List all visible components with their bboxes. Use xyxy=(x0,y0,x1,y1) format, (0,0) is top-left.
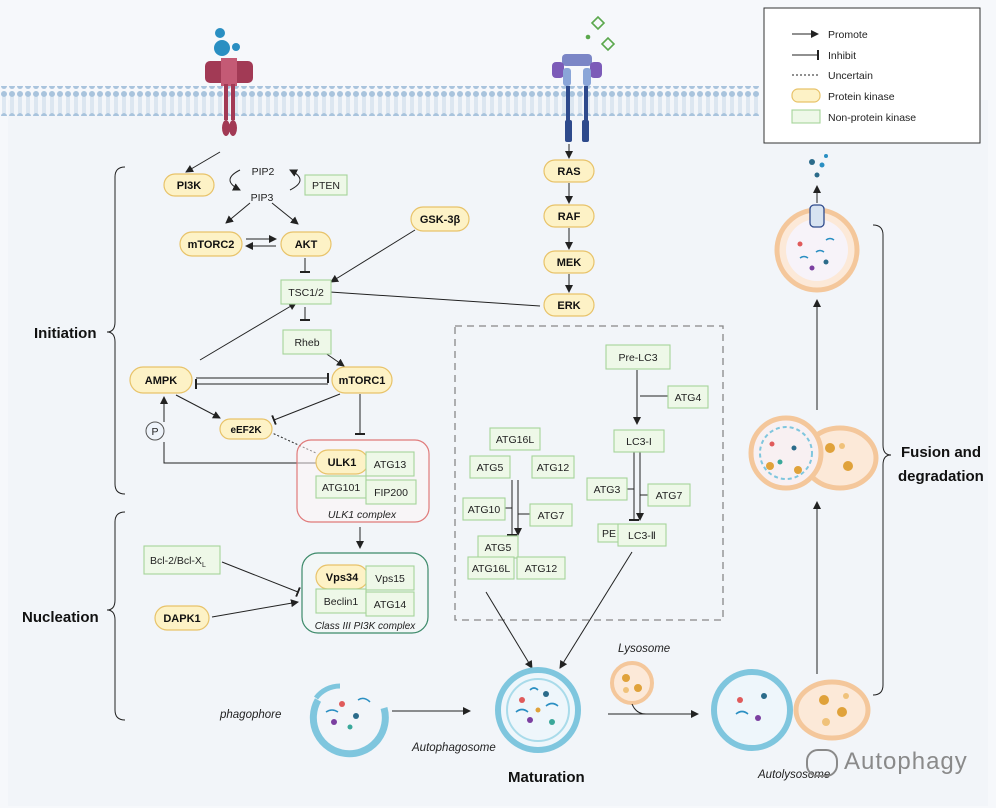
node-atg16l-b: ATG16L xyxy=(472,563,510,575)
node-lc3ii: LC3-Ⅱ xyxy=(628,530,656,542)
node-erk: ERK xyxy=(557,300,580,312)
node-pi3k: PI3K xyxy=(177,180,202,192)
node-atg14: ATG14 xyxy=(374,599,407,611)
phagophore xyxy=(309,683,389,758)
legend-non-protein-kinase: Non-protein kinase xyxy=(828,112,916,124)
node-atg3: ATG3 xyxy=(594,484,621,496)
legend-promote: Promote xyxy=(828,29,868,41)
node-atg16l-a: ATG16L xyxy=(496,434,534,446)
node-ras: RAS xyxy=(557,166,580,178)
node-pip2: PIP2 xyxy=(252,166,275,178)
autophagosome xyxy=(495,667,581,753)
node-fip200: FIP200 xyxy=(374,487,408,499)
atg-conjugation-box xyxy=(454,325,724,621)
stage-fusion-line2: degradation xyxy=(898,468,984,485)
stage-braces xyxy=(106,166,892,721)
node-vps34: Vps34 xyxy=(326,572,359,584)
edges-atg xyxy=(485,370,668,669)
node-mtorc2: mTORC2 xyxy=(188,239,235,251)
node-atg4: ATG4 xyxy=(675,392,702,404)
phosphate-circle xyxy=(145,421,165,441)
node-bcl2: Bcl-2/Bcl-XL xyxy=(150,555,206,569)
autolysosome xyxy=(711,669,871,751)
node-pe: PE xyxy=(602,528,616,540)
node-p: P xyxy=(151,426,158,438)
label-phagophore: phagophore xyxy=(219,709,281,721)
lysosome xyxy=(610,661,654,705)
edges-right xyxy=(328,144,573,307)
node-labels: PI3K PIP2 PIP3 PTEN mTORC2 AKT GSK-3β TS… xyxy=(145,166,702,625)
node-mtorc1: mTORC1 xyxy=(339,375,386,387)
legend: Promote Inhibit Uncertain Protein kinase… xyxy=(763,7,981,144)
node-vps15: Vps15 xyxy=(375,573,405,585)
stage-nucleation: Nucleation xyxy=(22,609,99,626)
watermark-text: Autophagy xyxy=(844,748,968,775)
stage-initiation: Initiation xyxy=(34,325,97,342)
non-kinase-nodes xyxy=(143,174,709,617)
legend-protein-kinase: Protein kinase xyxy=(828,91,895,103)
node-atg13: ATG13 xyxy=(374,459,407,471)
stage-fusion-line1: Fusion and xyxy=(901,444,981,461)
node-ampk: AMPK xyxy=(145,375,177,387)
node-atg12-b: ATG12 xyxy=(525,563,558,575)
complex-ulk1-label: ULK1 complex xyxy=(328,509,397,521)
node-atg7a: ATG7 xyxy=(538,510,565,522)
receptor-left xyxy=(205,28,253,136)
released-molecules xyxy=(809,154,828,178)
node-eef2k: eEF2K xyxy=(230,425,262,436)
node-atg5-b: ATG5 xyxy=(485,542,512,554)
receptor-right xyxy=(552,15,616,142)
watermark-logo: Autophagy xyxy=(806,748,986,782)
edges-left xyxy=(160,151,416,618)
node-akt: AKT xyxy=(295,239,318,251)
node-ulk1: ULK1 xyxy=(328,457,357,469)
degradation-vesicle xyxy=(774,204,860,293)
node-gsk3b: GSK-3β xyxy=(420,214,461,226)
node-dapk1: DAPK1 xyxy=(163,613,200,625)
label-lysosome: Lysosome xyxy=(618,643,670,655)
node-pten: PTEN xyxy=(312,180,340,192)
node-rheb: Rheb xyxy=(294,337,319,349)
node-pip3: PIP3 xyxy=(251,192,274,204)
legend-uncertain: Uncertain xyxy=(828,70,873,82)
node-prelc3: Pre-LC3 xyxy=(618,352,657,364)
complex-pi3k3-label: Class III PI3K complex xyxy=(315,621,417,632)
node-atg5-a: ATG5 xyxy=(477,462,504,474)
node-beclin1: Beclin1 xyxy=(324,596,359,608)
label-autophagosome: Autophagosome xyxy=(411,742,496,754)
node-atg10: ATG10 xyxy=(468,504,501,516)
node-mek: MEK xyxy=(557,257,582,269)
legend-inhibit: Inhibit xyxy=(828,50,856,62)
node-atg12-a: ATG12 xyxy=(537,462,570,474)
node-raf: RAF xyxy=(558,211,581,223)
node-atg7b: ATG7 xyxy=(656,490,683,502)
wechat-icon xyxy=(806,748,838,777)
node-tsc: TSC1/2 xyxy=(288,287,324,299)
fusion-intermediate xyxy=(748,415,879,491)
node-atg101: ATG101 xyxy=(322,482,360,494)
node-lc3i: LC3-I xyxy=(626,436,652,448)
cell-membrane xyxy=(0,86,760,116)
protein-kinase-nodes xyxy=(129,159,595,631)
stage-maturation: Maturation xyxy=(508,769,585,786)
